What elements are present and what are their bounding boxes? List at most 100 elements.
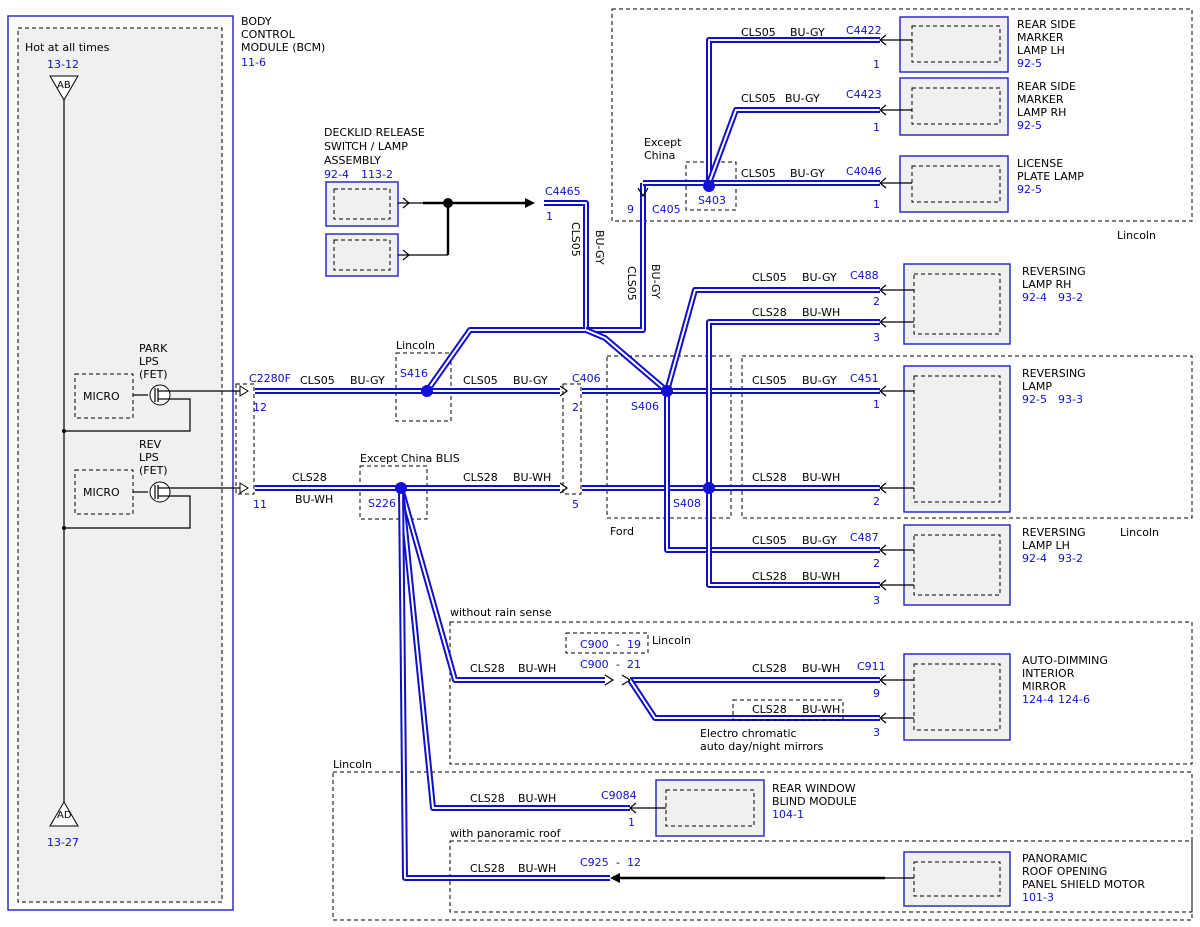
rev-lps-label-3: (FET) (139, 464, 168, 477)
bcm-title-2: CONTROL (241, 28, 296, 41)
c451-connector[interactable]: C451 (850, 372, 879, 385)
s226-label[interactable]: S226 (368, 497, 396, 510)
reversing-lh-ref-2[interactable]: 93-2 (1058, 552, 1083, 565)
rear-marker-lh-ref[interactable]: 92-5 (1017, 57, 1042, 70)
reversing-lh-pin-2: 2 (873, 557, 880, 570)
c4046-connector[interactable]: C4046 (846, 165, 882, 178)
lincoln-region-top (611, 8, 1193, 222)
wire-bu-wh: BU-WH (518, 862, 556, 875)
c4423-connector[interactable]: C4423 (846, 88, 882, 101)
wire-bu-gy: BU-GY (350, 374, 385, 387)
decklid-ref-1[interactable]: 92-4 (324, 168, 349, 181)
rev-lps-label-1: REV (139, 438, 162, 451)
park-lps-label-3: (FET) (139, 368, 168, 381)
roof-ref[interactable]: 101-3 (1022, 891, 1054, 904)
reversing-lh-ref-1[interactable]: 92-4 (1022, 552, 1047, 565)
wire-bu-wh: BU-WH (518, 662, 556, 675)
lincoln-region-mid (741, 355, 1193, 519)
c487-connector[interactable]: C487 (850, 531, 879, 544)
wire-bu-wh: BU-WH (295, 493, 333, 506)
c4465-connector[interactable]: C4465 (545, 185, 581, 198)
license-plate-lamp: 1 LICENSE PLATE LAMP 92-5 (873, 155, 1084, 213)
reversing-lh-pin-3: 3 (873, 594, 880, 607)
wire-cls05: CLS05 (463, 374, 498, 387)
reversing-lamp: 1 2 REVERSING LAMP 92-5 93-3 (873, 365, 1086, 513)
blind-ref[interactable]: 104-1 (772, 808, 804, 821)
rear-marker-rh-pin: 1 (873, 121, 880, 134)
c900-pin-19: 19 (627, 638, 641, 651)
bcm-ref[interactable]: 11-6 (241, 56, 266, 69)
fet-transistor-icon (149, 384, 171, 406)
c4422-connector[interactable]: C4422 (846, 24, 882, 37)
rear-marker-rh-ref[interactable]: 92-5 (1017, 119, 1042, 132)
electro-chromatic-label-2: auto day/night mirrors (700, 740, 824, 753)
reversing-rh-title-1: REVERSING (1022, 265, 1086, 278)
without-rain-sense-label: without rain sense (450, 606, 552, 619)
wire-bu-gy: BU-GY (513, 374, 548, 387)
c900-lincoln-label: Lincoln (652, 634, 691, 647)
reversing-rh-ref-1[interactable]: 92-4 (1022, 291, 1047, 304)
micro-box (74, 373, 134, 419)
blind-title-2: BLIND MODULE (772, 795, 857, 808)
lincoln-label-mid: Lincoln (1120, 526, 1159, 539)
s406-label[interactable]: S406 (631, 400, 659, 413)
wire-bu-wh: BU-WH (513, 471, 551, 484)
s226-region (359, 465, 428, 520)
rain-sense-region (449, 621, 1193, 765)
c900-connector[interactable]: C900 (580, 638, 609, 651)
except-china-blis-label: Except China BLIS (360, 452, 460, 465)
c405-connector[interactable]: C405 (652, 203, 681, 216)
node-ad-label: AD (57, 810, 72, 821)
s403-label[interactable]: S403 (698, 194, 726, 207)
reversing-rh-ref-2[interactable]: 93-2 (1058, 291, 1083, 304)
rear-marker-lh-title-3: LAMP LH (1017, 44, 1065, 57)
s408-splice (703, 482, 715, 494)
s403-splice (703, 180, 715, 192)
wire-cls05: CLS05 (741, 92, 776, 105)
wire-cls28: CLS28 (752, 471, 787, 484)
connector-triangle-icon (49, 801, 79, 827)
c406-connector[interactable]: C406 (572, 372, 601, 385)
wire-bu-gy-vert: BU-GY (593, 230, 606, 265)
c900-dash: - (616, 638, 620, 651)
license-plate-ref[interactable]: 92-5 (1017, 183, 1042, 196)
micro-label: MICRO (83, 486, 120, 499)
mirror-pin-9: 9 (873, 687, 880, 700)
blind-title-1: REAR WINDOW (772, 782, 856, 795)
c4465-pin: 1 (546, 210, 553, 223)
rear-marker-rh-title-1: REAR SIDE (1017, 80, 1076, 93)
wire-cls05: CLS05 (300, 374, 335, 387)
connector-triangle-icon (49, 75, 79, 101)
s408-label[interactable]: S408 (673, 497, 701, 510)
hot-at-all-times-label: Hot at all times (25, 41, 110, 54)
mirror-ref-2[interactable]: 124-6 (1058, 693, 1090, 706)
panoramic-roof-motor: PANORAMIC ROOF OPENING PANEL SHIELD MOTO… (885, 851, 1145, 907)
decklid-ref-2[interactable]: 113-2 (361, 168, 393, 181)
reversing-ref-1[interactable]: 92-5 (1022, 393, 1047, 406)
rear-marker-lh-pin: 1 (873, 58, 880, 71)
reversing-ref-2[interactable]: 93-3 (1058, 393, 1083, 406)
mirror-ref-1[interactable]: 124-4 (1022, 693, 1054, 706)
wire-cls05: CLS05 (752, 374, 787, 387)
s416-splice (421, 385, 433, 397)
wire-cls05: CLS05 (741, 26, 776, 39)
reversing-rh-pin-2: 2 (873, 295, 880, 308)
reversing-lamp-rh: 2 3 REVERSING LAMP RH 92-4 93-2 (873, 263, 1086, 345)
reversing-pin-2: 2 (873, 495, 880, 508)
c925-dash: - (616, 856, 620, 869)
c925-connector[interactable]: C925 (580, 856, 609, 869)
c911-connector[interactable]: C911 (857, 660, 886, 673)
license-plate-title-1: LICENSE (1017, 157, 1063, 170)
ford-region (606, 355, 732, 519)
bcm-ref-bottom[interactable]: 13-27 (47, 836, 79, 849)
c2280f-connector[interactable]: C2280F (249, 372, 291, 385)
c488-connector[interactable]: C488 (850, 269, 879, 282)
s416-label[interactable]: S416 (400, 367, 428, 380)
wire-cls28: CLS28 (752, 662, 787, 675)
reversing-title-2: LAMP (1022, 380, 1052, 393)
bcm-ref-top[interactable]: 13-12 (47, 58, 79, 71)
c900-connector-2[interactable]: C900 (580, 658, 609, 671)
c9084-connector[interactable]: C9084 (601, 789, 637, 802)
wire-cls28: CLS28 (470, 862, 505, 875)
with-panoramic-roof-label: with panoramic roof (450, 827, 562, 840)
